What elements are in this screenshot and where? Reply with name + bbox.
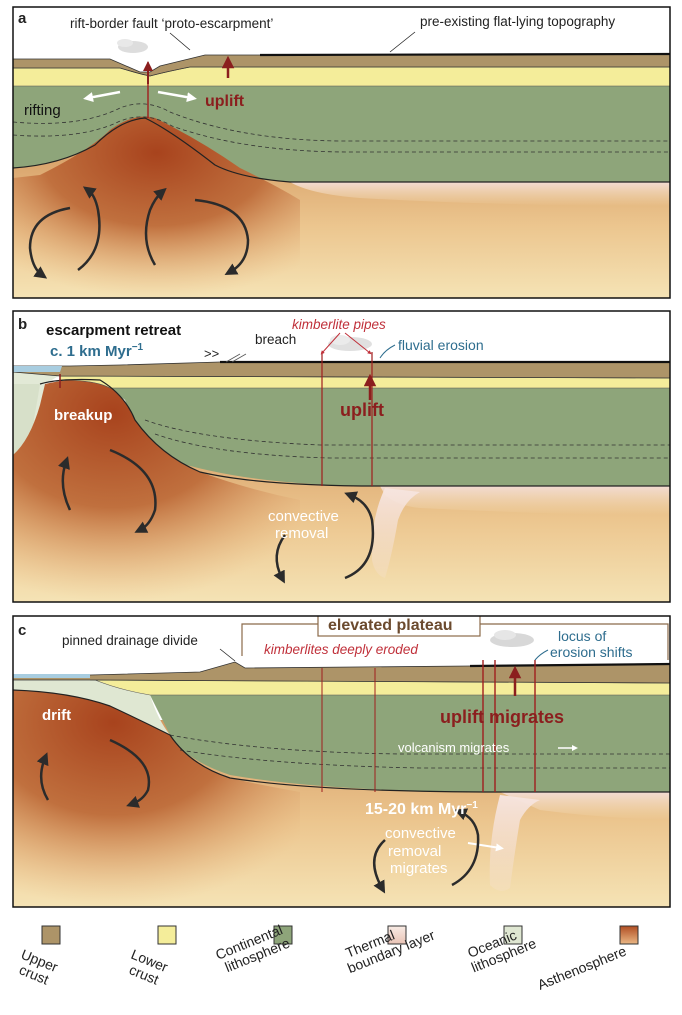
asthenosphere-dome: [13, 379, 300, 602]
legend-swatch: [41, 925, 61, 945]
lithosphere-layer: [13, 86, 670, 182]
pinned-divide-label: pinned drainage divide: [62, 633, 198, 648]
oceanic-lithosphere: [13, 372, 65, 455]
legend-item-asthenosphere: Asthenosphere: [535, 925, 639, 993]
legend-swatch: [503, 925, 523, 945]
fluvial-erosion-label: fluvial erosion: [398, 337, 484, 353]
rifting-label: rifting: [24, 102, 61, 119]
locus-label-2: erosion shifts: [550, 644, 632, 660]
thermal-boundary-layer: [290, 182, 670, 206]
oceanic-lithosphere: [13, 680, 170, 735]
kimberlites-eroded-label: kimberlites deeply eroded: [264, 642, 418, 657]
asthenosphere-dome: [13, 690, 300, 907]
legend-swatch: [273, 925, 293, 945]
lower-crust-layer: [13, 66, 670, 87]
migrates-label: migrates: [390, 860, 448, 877]
uplift-label: uplift: [340, 400, 384, 420]
escarpment-retreat-label: escarpment retreat: [46, 322, 181, 339]
fault-label: rift-border fault ‘proto-escarpment’: [70, 16, 273, 31]
convective-plume: [371, 488, 420, 578]
legend-item-oceanic-lithosphere: Oceanic lithosphere: [465, 925, 539, 975]
uplift-label: uplift: [205, 93, 245, 110]
panel-b: >> b escarpment retreat c. 1 km Myr−1 br…: [13, 311, 670, 602]
panel-letter: c: [18, 622, 26, 639]
svg-text:>>: >>: [204, 346, 219, 361]
lithosphere-layer: [110, 388, 670, 486]
legend-swatch: [157, 925, 177, 945]
topography-label: pre-existing flat-lying topography: [420, 14, 615, 29]
breakup-label: breakup: [54, 407, 112, 424]
volcanism-migrates-label: volcanism migrates: [398, 740, 510, 755]
drift-label: drift: [42, 707, 71, 724]
upper-crust-layer: [13, 53, 670, 77]
panel-letter: b: [18, 316, 27, 333]
breach-label: breach: [255, 332, 296, 347]
convective-label: convective: [385, 825, 456, 842]
removal-label: removal: [275, 525, 328, 542]
panel-letter: a: [18, 10, 27, 27]
uplift-migrates-label: uplift migrates: [440, 707, 564, 727]
legend-item-upper-crust: Upper crust: [17, 925, 61, 988]
legend-item-lower-crust: Lower crust: [127, 925, 177, 988]
legend-item-thermal-boundary-layer: Thermal boundary layer: [343, 925, 437, 976]
legend: Upper crust Lower crust Continental lith…: [17, 921, 639, 993]
retreat-rate-label: c. 1 km Myr−1: [50, 342, 144, 360]
elevated-plateau-label: elevated plateau: [328, 617, 453, 634]
legend-swatch: [619, 925, 639, 945]
kimberlite-pipes-label: kimberlite pipes: [292, 317, 386, 332]
legend-label: Asthenosphere: [535, 943, 629, 993]
convective-label: convective: [268, 508, 339, 525]
panel-a: a rift-border fault ‘proto-escarpment’ p…: [13, 7, 670, 298]
legend-swatch: [387, 925, 407, 945]
legend-item-continental-lithosphere: Continental lithosphere: [213, 921, 293, 975]
migration-rate-label: 15-20 km Myr−1: [365, 800, 478, 818]
asthenosphere-dome: [13, 116, 300, 298]
removal-label: removal: [388, 843, 441, 860]
convective-plume: [489, 795, 540, 891]
panel-c: c elevated plateau pinned drainage divid…: [13, 616, 670, 907]
locus-label-1: locus of: [558, 628, 606, 644]
